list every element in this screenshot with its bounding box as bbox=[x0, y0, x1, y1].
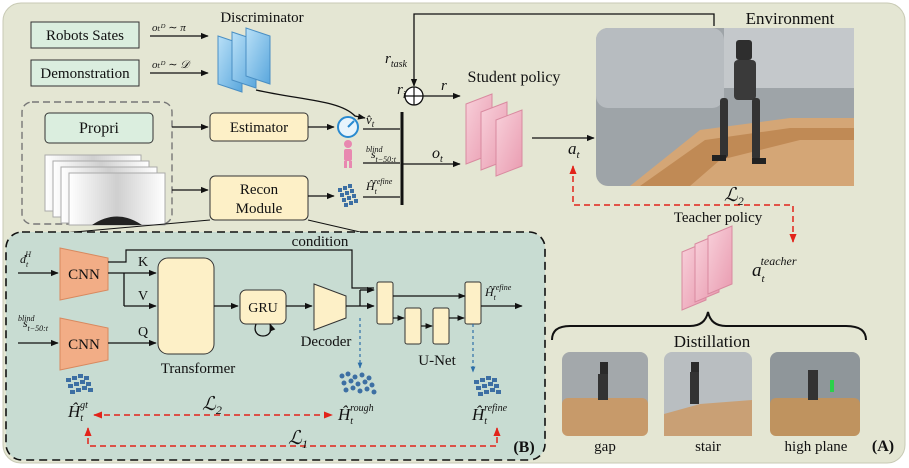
propri-box bbox=[44, 112, 154, 144]
discriminator-network-icon bbox=[217, 27, 271, 93]
teacher-policy-network-icon bbox=[681, 225, 733, 311]
a-t-label: at bbox=[568, 139, 581, 161]
l1-refine-loss bbox=[84, 427, 501, 447]
discriminator-to-ri-arrow bbox=[255, 89, 366, 120]
transformer-label: Transformer bbox=[161, 361, 235, 377]
condition-label: condition bbox=[292, 234, 349, 250]
transformer-block bbox=[157, 257, 215, 355]
l2-top-label: ℒ2 bbox=[724, 185, 744, 208]
cnn-state-label: CNN bbox=[68, 337, 100, 353]
s-input-label: st−50:tblind bbox=[18, 314, 49, 333]
q-label: Q bbox=[138, 325, 148, 340]
distillation-label: Distillation bbox=[674, 332, 751, 351]
discriminator-label: Discriminator bbox=[220, 10, 303, 26]
panel-b-background bbox=[5, 231, 546, 461]
student-policy-label: Student policy bbox=[468, 69, 561, 86]
demonstration-box bbox=[30, 59, 140, 87]
robots-states-label: Robots Sates bbox=[46, 28, 124, 44]
recon-module-label-2: Module bbox=[236, 201, 283, 217]
terrain-high-plane-image bbox=[770, 352, 860, 436]
panel-b-tag: (B) bbox=[513, 439, 534, 456]
gru-recurrent-arrow bbox=[254, 323, 276, 337]
gru-label: GRU bbox=[248, 301, 278, 316]
terrain-high-plane-label: high plane bbox=[785, 439, 848, 455]
k-label: K bbox=[138, 255, 148, 270]
propri-label: Propri bbox=[79, 120, 120, 137]
demonstration-sample: oₜᴰ ∼ 𝒟 bbox=[152, 59, 191, 71]
robots-states-box bbox=[30, 21, 140, 49]
recon-module-box[interactable] bbox=[209, 175, 309, 221]
zoom-line-right bbox=[307, 219, 361, 233]
recon-module-label-1: Recon bbox=[240, 182, 279, 198]
r-task-label: rtask bbox=[385, 51, 408, 70]
unet-block bbox=[376, 281, 482, 345]
l1-label: ℒ1 bbox=[288, 428, 308, 451]
terrain-gap-image bbox=[562, 352, 648, 436]
velocity-gauge-icon bbox=[337, 116, 359, 138]
depth-input-label: dtH bbox=[20, 250, 32, 269]
environment-label: Environment bbox=[746, 9, 835, 28]
v-label: V bbox=[138, 289, 148, 304]
teacher-policy-label: Teacher policy bbox=[674, 210, 763, 226]
condition-line bbox=[108, 249, 374, 289]
gru-block bbox=[239, 289, 287, 325]
cnn-depth-label: CNN bbox=[68, 267, 100, 283]
l2-bottom-label: ℒ2 bbox=[202, 394, 222, 417]
terrain-stair-image bbox=[664, 352, 752, 436]
decoder-block bbox=[313, 283, 347, 331]
demonstration-label: Demonstration bbox=[40, 66, 130, 82]
cnn-depth-block bbox=[59, 247, 109, 301]
panel-a-tag: (A) bbox=[872, 438, 894, 455]
proprioception-body-icon bbox=[344, 140, 352, 168]
s-blind-label: st−50:tblind bbox=[366, 145, 397, 164]
heightmap-icon bbox=[338, 184, 358, 207]
r-label: r bbox=[441, 78, 447, 94]
refine-heightmap-icon bbox=[474, 376, 501, 396]
terrain-gap-label: gap bbox=[594, 439, 616, 455]
r-i-label: ri bbox=[397, 82, 406, 101]
student-policy-network-icon bbox=[465, 93, 523, 177]
environment-image bbox=[596, 28, 854, 186]
distillation-brace bbox=[551, 311, 867, 341]
rough-heightmap-icon bbox=[339, 371, 377, 395]
h-refine-bottom-label: Ĥtrefine bbox=[471, 403, 508, 427]
gt-heightmap-icon bbox=[66, 374, 93, 394]
unet-label: U-Net bbox=[418, 353, 456, 369]
h-refine-out-label: Ĥtrefine bbox=[484, 283, 512, 302]
h-gt-label: Ĥtgt bbox=[67, 400, 88, 424]
env-reward-line bbox=[410, 13, 715, 87]
terrain-stair-label: stair bbox=[695, 439, 721, 455]
robots-states-sample: oₜᴰ ∼ π bbox=[152, 22, 186, 34]
h-refine-label: Ĥtrefine bbox=[365, 177, 393, 196]
estimator-label: Estimator bbox=[230, 120, 288, 136]
o-t-label: ot bbox=[432, 145, 443, 165]
h-rough-label: Ĥtrough bbox=[337, 403, 374, 427]
v-hat-label: v̂t bbox=[366, 112, 375, 129]
cnn-state-block bbox=[59, 317, 109, 371]
depth-image-stack bbox=[44, 154, 166, 226]
decoder-label: Decoder bbox=[301, 334, 352, 350]
a-teacher-label: atteacher bbox=[752, 254, 797, 285]
